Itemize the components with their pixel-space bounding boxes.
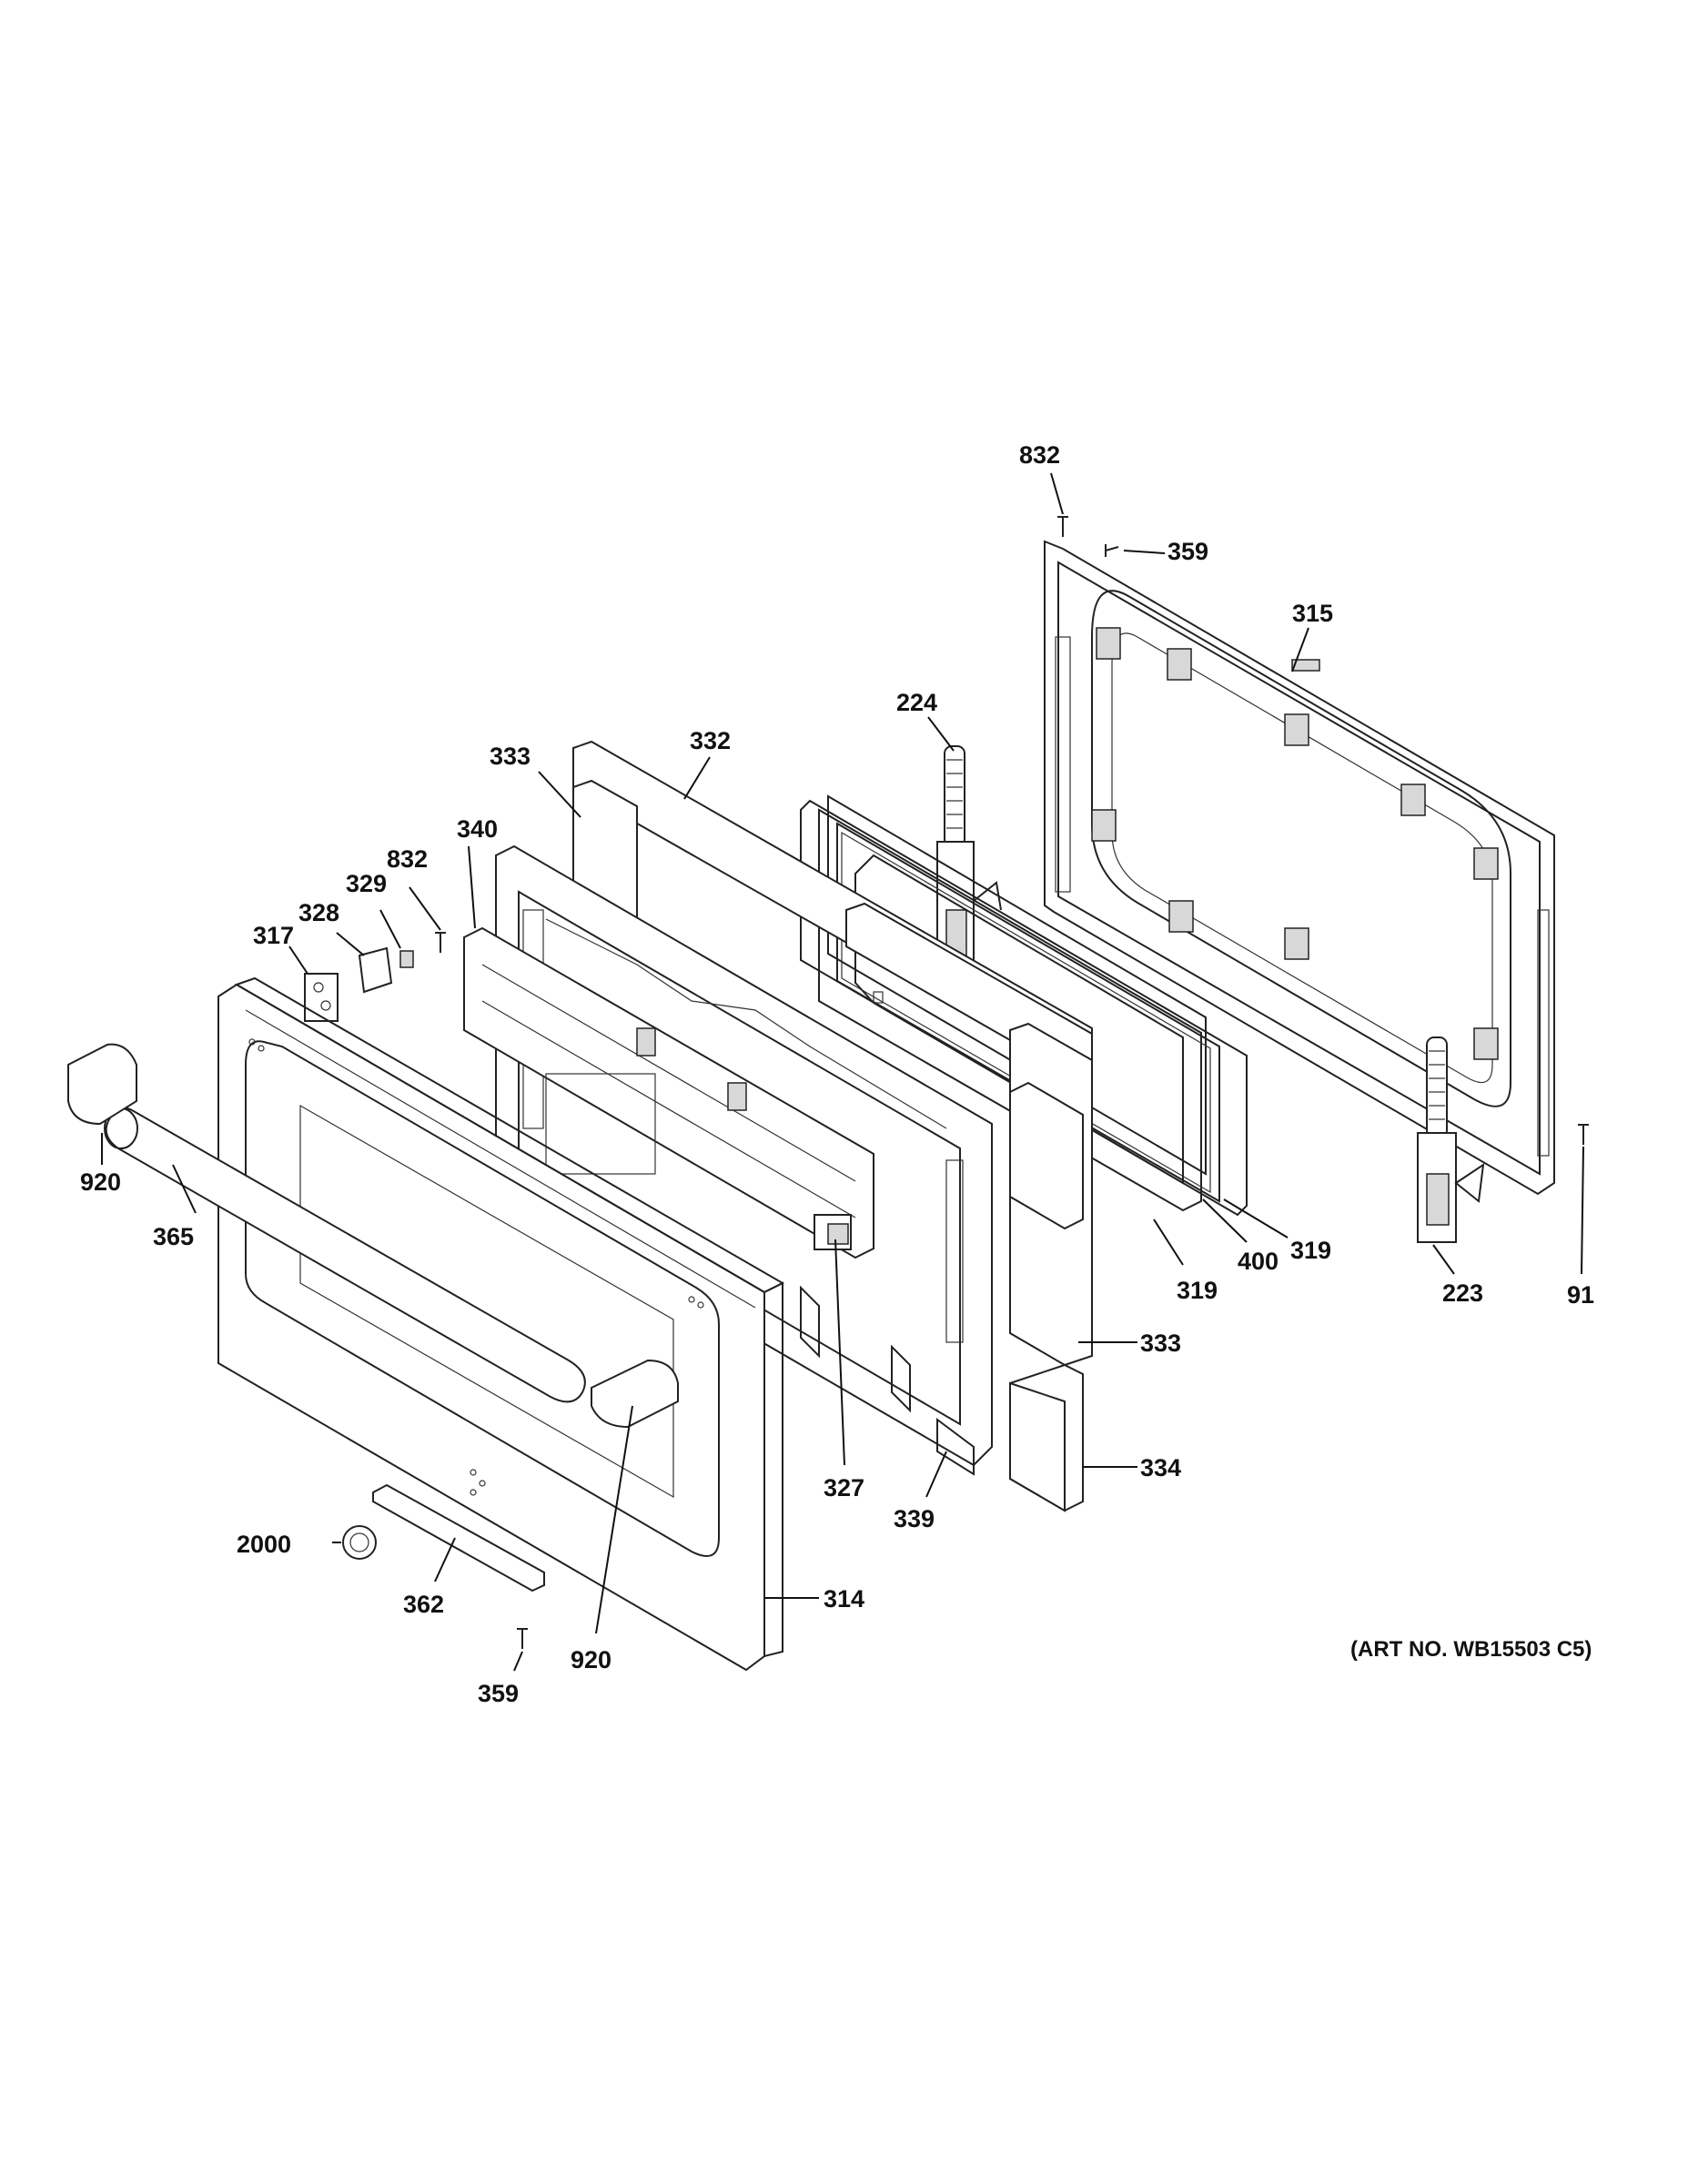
callout-359-bottom: 359 (478, 1680, 519, 1707)
callout-2000: 2000 (237, 1531, 291, 1558)
callout-339: 339 (894, 1505, 935, 1532)
small-parts (304, 516, 1589, 1649)
callout-340: 340 (457, 815, 498, 843)
callout-317: 317 (253, 922, 294, 949)
latch-327 (814, 1214, 852, 1250)
callout-labels: 832 359 315 224 332 333 340 832 329 328 … (80, 441, 1594, 1707)
callout-334: 334 (1140, 1454, 1181, 1481)
callout-223: 223 (1442, 1279, 1483, 1307)
callout-329: 329 (346, 870, 387, 897)
door-liner-frame-315 (1044, 540, 1555, 1196)
callout-328: 328 (298, 899, 339, 926)
callout-832-mid: 832 (387, 845, 428, 873)
trim-362 (372, 1483, 545, 1592)
art-number-label: (ART NO. WB15503 C5) (1350, 1637, 1592, 1662)
callout-832-top: 832 (1019, 441, 1060, 469)
callout-400: 400 (1238, 1248, 1279, 1275)
end-cap-920-left (67, 1043, 137, 1126)
end-cap-920-right (591, 1359, 679, 1429)
insulation (572, 740, 1093, 1512)
callout-333-bottom: 333 (1140, 1330, 1181, 1357)
leader-lines (101, 472, 1584, 1672)
hinge-223 (1417, 1036, 1485, 1243)
callout-362: 362 (403, 1591, 444, 1618)
callout-333-top: 333 (490, 743, 531, 770)
callout-315: 315 (1292, 600, 1333, 627)
callout-332: 332 (690, 727, 731, 754)
callout-920-bottom: 920 (571, 1646, 612, 1673)
callout-319-left: 319 (1177, 1277, 1218, 1304)
callout-365: 365 (153, 1223, 194, 1250)
callout-319-right: 319 (1290, 1237, 1331, 1264)
callout-91: 91 (1567, 1281, 1594, 1309)
callout-920-left: 920 (80, 1168, 121, 1196)
callout-359-top: 359 (1167, 538, 1208, 565)
heat-shield-340 (463, 926, 874, 1259)
callout-327: 327 (824, 1474, 864, 1502)
badge-2000 (342, 1525, 377, 1560)
callout-224: 224 (896, 689, 937, 716)
callout-314: 314 (824, 1585, 864, 1613)
